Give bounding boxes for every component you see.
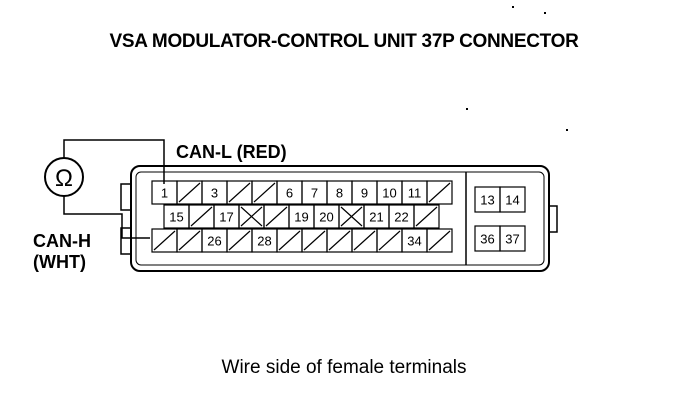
terminal-number: 21 xyxy=(369,210,383,225)
unused-terminal-slash xyxy=(415,206,438,227)
can-h-label-line2: (WHT) xyxy=(33,252,86,272)
terminal-number: 22 xyxy=(394,210,408,225)
blocked-terminal-cross xyxy=(340,206,363,227)
ohmmeter-symbol: Ω xyxy=(55,165,73,192)
connector-body xyxy=(120,165,558,272)
terminal-number: 6 xyxy=(286,186,293,201)
ohmmeter-circle xyxy=(44,157,84,197)
terminal-number: 10 xyxy=(382,186,396,201)
terminal-number: 15 xyxy=(169,210,183,225)
connector-housing xyxy=(130,165,550,272)
diagram-caption: Wire side of female terminals xyxy=(221,357,467,378)
unused-terminal-slash xyxy=(178,230,201,251)
unused-terminal-slash xyxy=(278,230,301,251)
terminal-number: 26 xyxy=(207,234,221,249)
terminal-number: 13 xyxy=(480,193,494,208)
terminal-number: 3 xyxy=(211,186,218,201)
ohmmeter: Ω xyxy=(44,157,84,197)
left-lock-tab-lower xyxy=(120,227,132,255)
unused-terminal-slash xyxy=(328,230,351,251)
unused-terminal-slash xyxy=(378,230,401,251)
unused-terminal-slash xyxy=(353,230,376,251)
unused-terminal-slash xyxy=(228,182,251,203)
terminal-number: 7 xyxy=(311,186,318,201)
unused-terminal-slash xyxy=(228,230,251,251)
terminal-number: 17 xyxy=(219,210,233,225)
right-lock-tab xyxy=(548,205,558,233)
terminal-number: 1 xyxy=(161,186,168,201)
scan-speck xyxy=(566,129,568,131)
unused-terminal-slash xyxy=(178,182,201,203)
scan-speck xyxy=(466,108,468,110)
unused-terminal-slash xyxy=(428,182,451,203)
scan-speck xyxy=(512,6,514,8)
terminal-cell xyxy=(413,204,440,229)
terminal-number: 9 xyxy=(361,186,368,201)
terminal-number: 11 xyxy=(408,186,422,201)
can-l-probe-wire xyxy=(63,139,165,184)
terminal-cell xyxy=(499,225,526,252)
terminal-number: 34 xyxy=(407,234,421,249)
unused-terminal-slash xyxy=(303,230,326,251)
terminal-cell xyxy=(499,186,526,213)
terminal-cell xyxy=(426,228,453,253)
unused-terminal-slash xyxy=(190,206,213,227)
connector-inner-frame xyxy=(135,171,545,266)
connector-title: VSA MODULATOR-CONTROL UNIT 37P CONNECTOR xyxy=(109,31,579,52)
terminal-cell xyxy=(426,180,453,205)
terminal-number: 28 xyxy=(257,234,271,249)
terminal-number: 19 xyxy=(294,210,308,225)
can-l-label: CAN-L (RED) xyxy=(176,142,287,162)
can-h-label-line1: CAN-H xyxy=(33,231,91,251)
can-h-label: CAN-H (WHT) xyxy=(33,231,91,273)
unused-terminal-slash xyxy=(253,182,276,203)
scan-speck xyxy=(544,12,546,14)
terminal-number: 14 xyxy=(505,193,519,208)
blocked-terminal-cross xyxy=(240,206,263,227)
unused-terminal-slash xyxy=(265,206,288,227)
terminal-number: 37 xyxy=(505,232,519,247)
terminal-number: 20 xyxy=(319,210,333,225)
terminal-number: 8 xyxy=(336,186,343,201)
unused-terminal-slash xyxy=(153,230,176,251)
unused-terminal-slash xyxy=(428,230,451,251)
terminal-number: 36 xyxy=(480,232,494,247)
left-lock-tab xyxy=(120,183,132,211)
